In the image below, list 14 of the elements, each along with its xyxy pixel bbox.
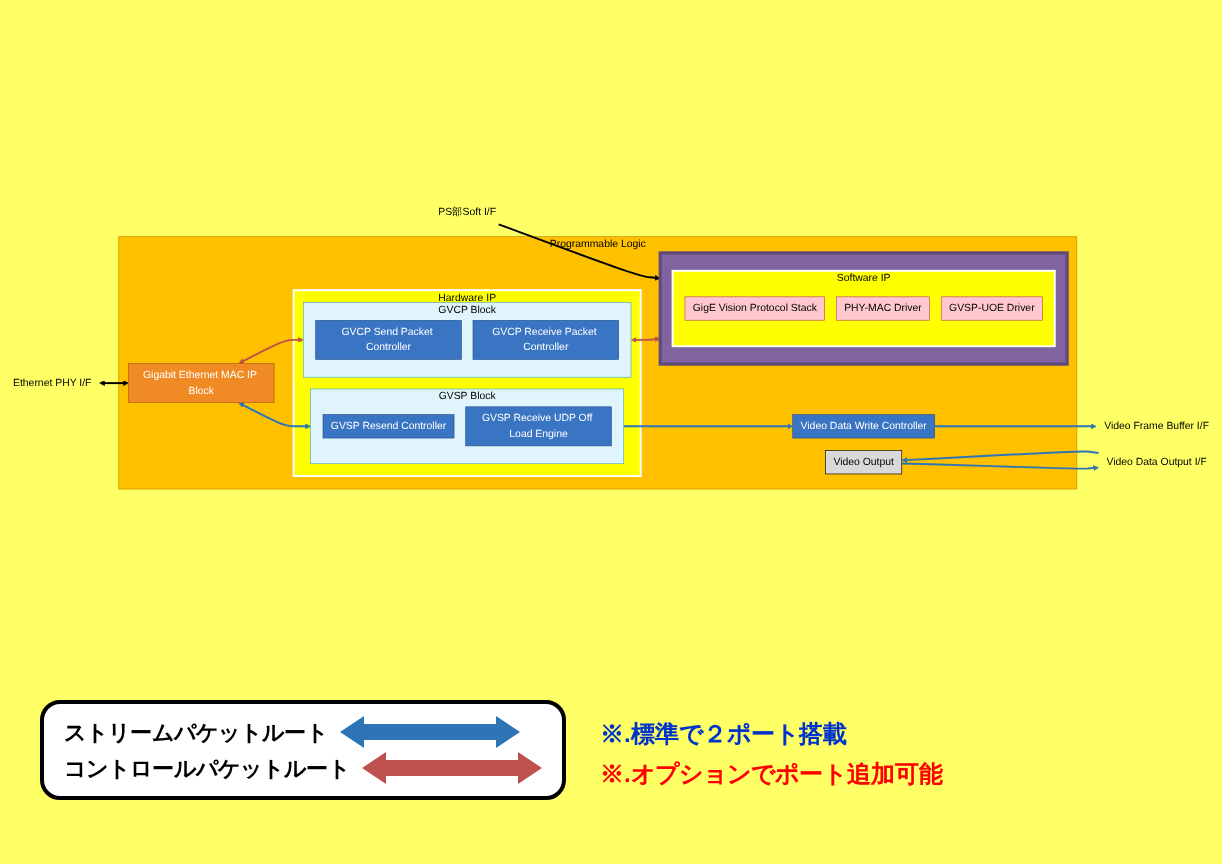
cluster	[658, 251, 1069, 366]
arrow	[99, 380, 129, 386]
arrow	[631, 336, 661, 343]
legend-text: コントロールパケットルート	[64, 755, 350, 783]
legend-text: ストリームパケットルート	[64, 719, 328, 747]
arrow	[238, 337, 304, 364]
note-text: ※.標準で２ポート搭載	[600, 718, 849, 752]
arrow	[933, 423, 1097, 430]
arrow	[622, 423, 793, 430]
arrow	[497, 223, 661, 281]
arrow	[238, 402, 311, 430]
note-text: ※.オプションでポート追加可能	[600, 758, 943, 792]
arrow	[900, 462, 1099, 471]
arrow	[901, 450, 1100, 463]
